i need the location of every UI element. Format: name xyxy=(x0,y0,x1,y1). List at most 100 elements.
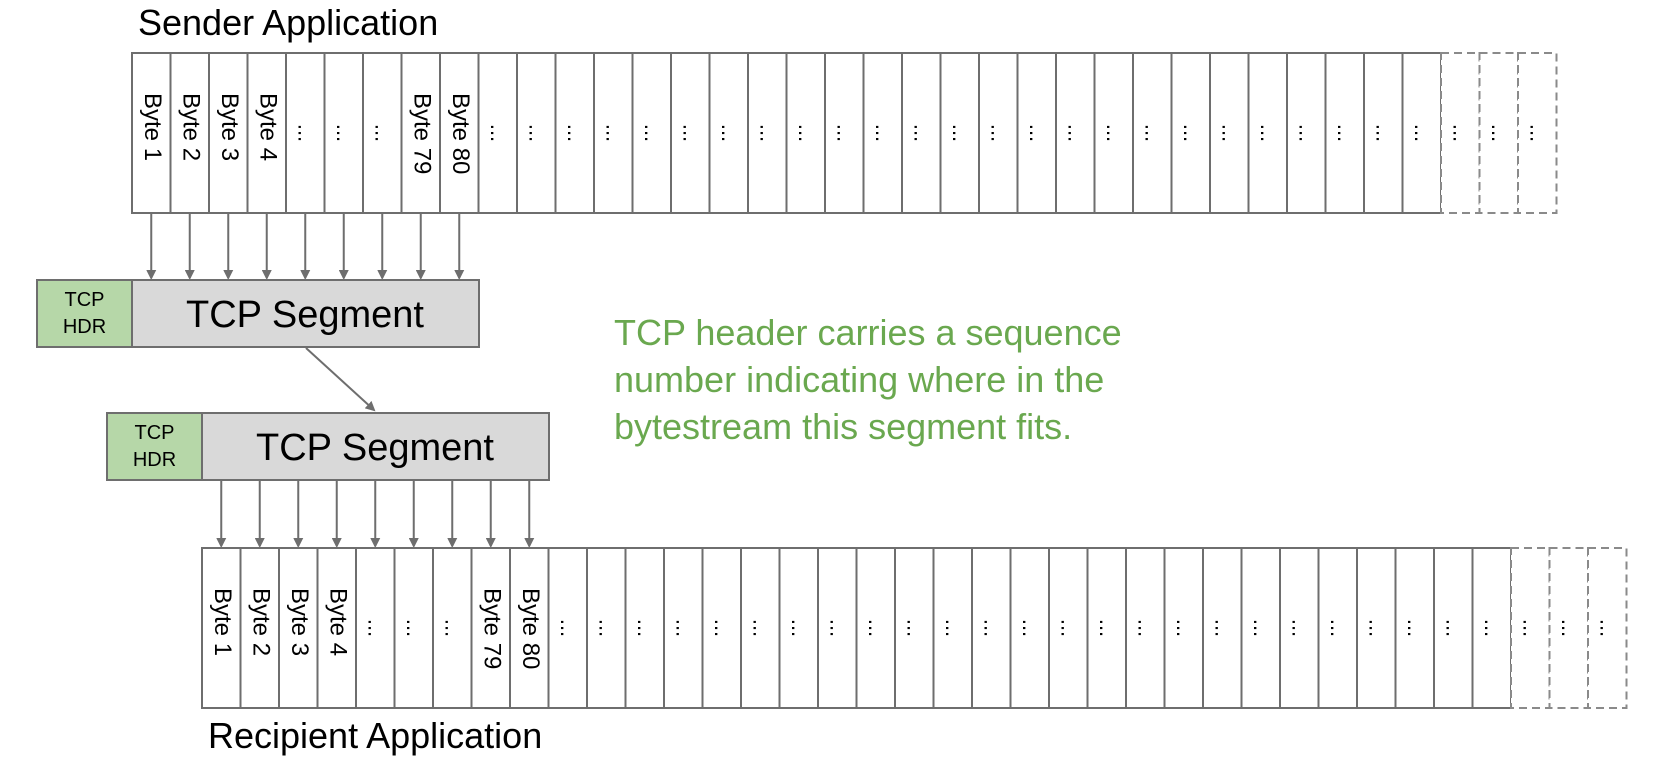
recipient-byte-cell xyxy=(393,547,434,709)
recipient-ellipsis-label: ... xyxy=(1095,619,1120,637)
recipient-ellipsis-label: ... xyxy=(1403,619,1428,637)
tcp-segment-label: TCP Segment xyxy=(186,294,424,336)
sender-ellipsis-label: ... xyxy=(755,124,780,142)
sender-ellipsis-label: ... xyxy=(1102,124,1127,142)
tcp-header-label-line1: TCP xyxy=(65,289,105,311)
recipient-byte-cell xyxy=(1086,547,1127,709)
sender-byte-cell xyxy=(323,52,364,214)
recipient-application-title: Recipient Application xyxy=(208,715,542,756)
sender-ellipsis-label: ... xyxy=(486,124,511,142)
sender-byte-cell xyxy=(1209,52,1250,214)
recipient-ellipsis-label: ... xyxy=(1133,619,1158,637)
recipient-ellipsis-label: ... xyxy=(1056,619,1081,637)
tcp-segment-box xyxy=(131,279,480,348)
recipient-ellipsis-label: ... xyxy=(902,619,927,637)
recipient-ellipsis-label: ... xyxy=(1364,619,1389,637)
sender-byte-cell xyxy=(862,52,903,214)
recipient-byte-cell xyxy=(778,547,819,709)
sender-ellipsis-label: ... xyxy=(1487,124,1512,142)
recipient-byte-cell xyxy=(509,547,550,709)
recipient-byte-cell xyxy=(1202,547,1243,709)
sender-ellipsis-label: ... xyxy=(717,124,742,142)
sender-byte-label: Byte 2 xyxy=(177,93,204,161)
sender-byte-label: Byte 3 xyxy=(216,93,243,161)
sender-ellipsis-label: ... xyxy=(524,124,549,142)
sender-byte-cell xyxy=(901,52,942,214)
tcp-header-label-line1: TCP xyxy=(135,422,175,444)
sender-ellipsis-label: ... xyxy=(1217,124,1242,142)
sender-byte-cell xyxy=(1401,52,1442,214)
note-line-3: bytestream this segment fits. xyxy=(614,406,1072,447)
recipient-ellipsis-label: ... xyxy=(1172,619,1197,637)
recipient-byte-cell xyxy=(740,547,781,709)
sender-application-title: Sender Application xyxy=(138,2,438,43)
sender-ellipsis-label: ... xyxy=(832,124,857,142)
recipient-byte-cell xyxy=(817,547,858,709)
tcp-segment-bottom: TCP HDR TCP Segment xyxy=(106,412,550,481)
recipient-ellipsis-label: ... xyxy=(1441,619,1466,637)
sender-byte-cell xyxy=(1440,52,1481,214)
recipient-byte-label: Byte 2 xyxy=(247,588,274,656)
sender-ellipsis-label: ... xyxy=(1025,124,1050,142)
recipient-byte-cell xyxy=(1317,547,1358,709)
sender-ellipsis-label: ... xyxy=(293,124,318,142)
recipient-ellipsis-label: ... xyxy=(594,619,619,637)
recipient-byte-label: Byte 79 xyxy=(478,588,505,669)
sequence-number-note: TCP header carries a sequence number ind… xyxy=(614,312,1122,447)
recipient-byte-cell xyxy=(586,547,627,709)
recipient-ellipsis-label: ... xyxy=(1287,619,1312,637)
recipient-byte-cell xyxy=(1510,547,1551,709)
recipient-byte-cell xyxy=(1125,547,1166,709)
segment-to-recipient-arrows xyxy=(216,481,535,548)
recipient-ellipsis-label: ... xyxy=(671,619,696,637)
sender-ellipsis-label: ... xyxy=(640,124,665,142)
recipient-ellipsis-label: ... xyxy=(440,619,465,637)
recipient-ellipsis-label: ... xyxy=(402,619,427,637)
recipient-ellipsis-label: ... xyxy=(1595,619,1620,637)
sender-ellipsis-label: ... xyxy=(332,124,357,142)
sender-byte-cell xyxy=(708,52,749,214)
sender-byte-cell xyxy=(131,52,172,214)
sender-ellipsis-label: ... xyxy=(678,124,703,142)
sender-byte-label: Byte 80 xyxy=(447,93,474,174)
recipient-ellipsis-label: ... xyxy=(1518,619,1543,637)
recipient-byte-label: Byte 1 xyxy=(209,588,236,656)
sender-ellipsis-label: ... xyxy=(1525,124,1550,142)
note-line-2: number indicating where in the xyxy=(614,359,1104,400)
sender-byte-cell xyxy=(1170,52,1211,214)
recipient-byte-cell xyxy=(547,547,588,709)
sender-ellipsis-label: ... xyxy=(794,124,819,142)
tcp-header-box xyxy=(106,412,203,481)
recipient-byte-cell xyxy=(663,547,704,709)
recipient-byte-cell xyxy=(316,547,357,709)
recipient-ellipsis-label: ... xyxy=(979,619,1004,637)
recipient-ellipsis-label: ... xyxy=(787,619,812,637)
recipient-byte-cell xyxy=(1163,547,1204,709)
recipient-byte-cell xyxy=(1356,547,1397,709)
recipient-ellipsis-label: ... xyxy=(1249,619,1274,637)
sender-byte-cell xyxy=(554,52,595,214)
sender-byte-cell xyxy=(1517,52,1558,214)
sender-byte-cell xyxy=(593,52,634,214)
sender-byte-label: Byte 4 xyxy=(254,93,281,161)
recipient-byte-cell xyxy=(1548,547,1589,709)
tcp-segment-label: TCP Segment xyxy=(256,427,494,469)
sender-byte-cell xyxy=(747,52,788,214)
segment-transfer-arrow xyxy=(305,347,376,412)
recipient-ellipsis-label: ... xyxy=(825,619,850,637)
sender-ellipsis-label: ... xyxy=(370,124,395,142)
note-line-1: TCP header carries a sequence xyxy=(614,312,1122,353)
sender-ellipsis-label: ... xyxy=(909,124,934,142)
recipient-byte-label: Byte 4 xyxy=(324,588,351,656)
sender-byte-cell xyxy=(1132,52,1173,214)
sender-ellipsis-label: ... xyxy=(871,124,896,142)
sender-ellipsis-label: ... xyxy=(1371,124,1396,142)
sender-ellipsis-label: ... xyxy=(1063,124,1088,142)
recipient-byte-cell xyxy=(1048,547,1089,709)
sender-ellipsis-label: ... xyxy=(986,124,1011,142)
recipient-ellipsis-label: ... xyxy=(1326,619,1351,637)
sender-byte-cell xyxy=(477,52,518,214)
sender-byte-label: Byte 79 xyxy=(408,93,435,174)
